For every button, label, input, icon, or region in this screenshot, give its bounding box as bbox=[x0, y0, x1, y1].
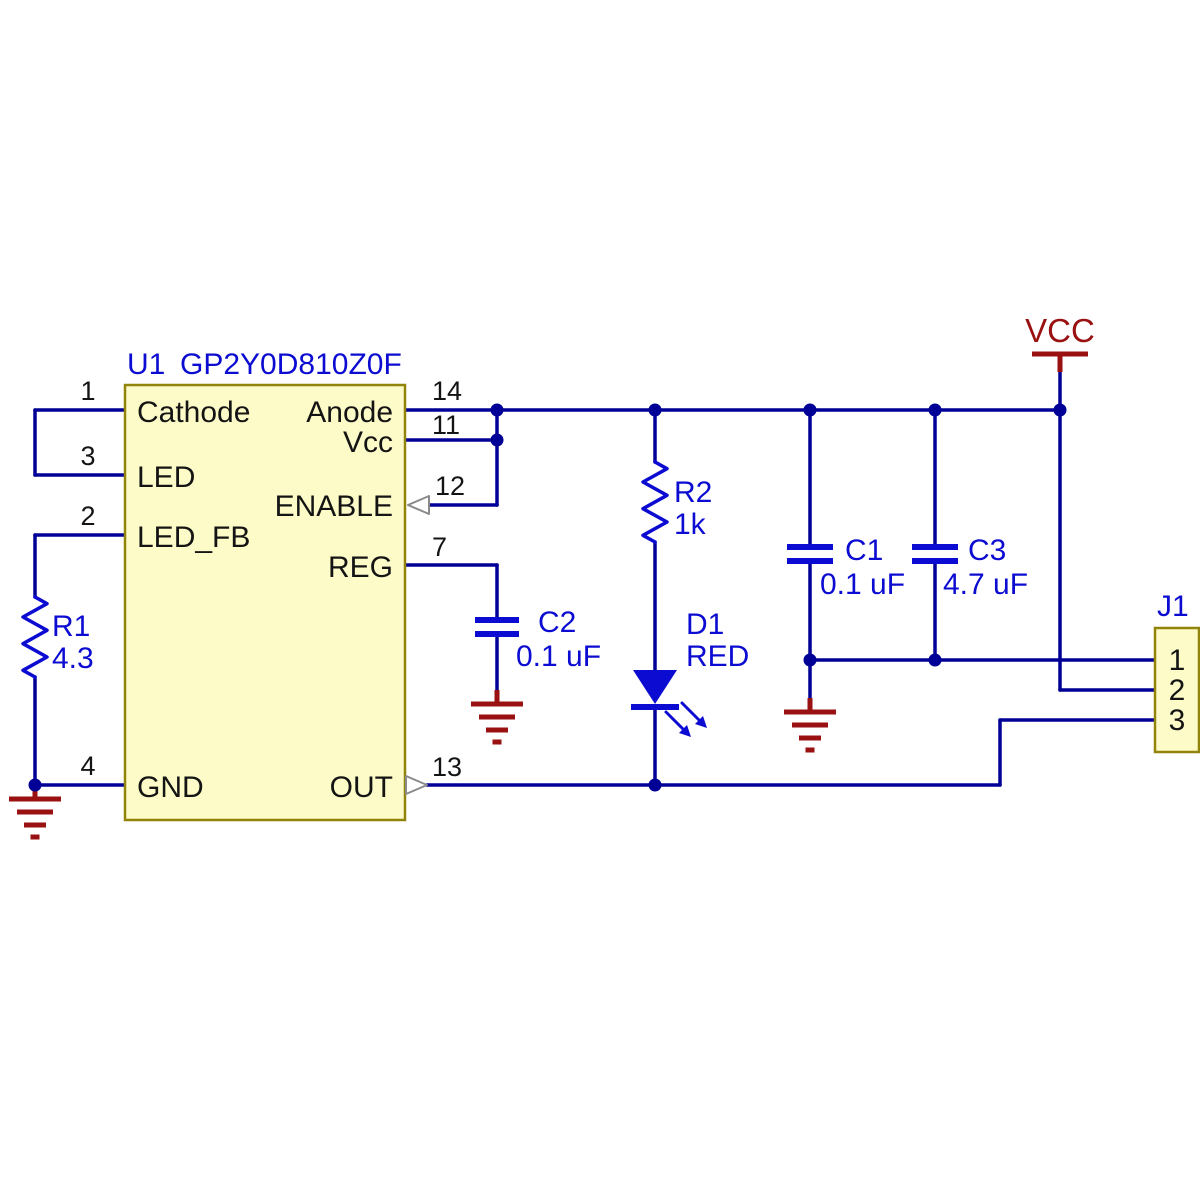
c1-value: 0.1 uF bbox=[820, 568, 905, 601]
c2-value: 0.1 uF bbox=[516, 640, 601, 673]
junction-dot bbox=[648, 403, 662, 417]
ground-symbol-c2 bbox=[471, 690, 523, 745]
capacitor-c3: C3 4.7 uF bbox=[912, 534, 1028, 601]
pin-number-14: 14 bbox=[432, 376, 462, 406]
junction-dots bbox=[28, 403, 1067, 792]
junction-dot bbox=[490, 433, 504, 447]
d1-designator: D1 bbox=[686, 608, 724, 641]
c2-designator: C2 bbox=[538, 606, 576, 639]
ic-u1-part-number: GP2Y0D810Z0F bbox=[180, 348, 402, 381]
resistor-r1: R1 4.3 bbox=[21, 595, 94, 679]
pin-name-led-fb: LED_FB bbox=[137, 521, 250, 554]
pin-number-3: 3 bbox=[80, 441, 95, 471]
junction-dot bbox=[490, 403, 504, 417]
d1-emission-arrowhead-1 bbox=[679, 725, 691, 737]
d1-led-triangle bbox=[633, 670, 677, 704]
pin-number-11: 11 bbox=[432, 410, 460, 440]
pin-name-cathode: Cathode bbox=[137, 396, 250, 429]
j1-pin-2: 2 bbox=[1169, 674, 1186, 707]
vcc-symbol: VCC bbox=[1025, 312, 1095, 372]
d1-emission-arrowhead-2 bbox=[695, 716, 707, 728]
junction-dot bbox=[928, 403, 942, 417]
r2-zigzag bbox=[641, 460, 669, 544]
pin-number-1: 1 bbox=[80, 376, 95, 406]
j1-pin-1: 1 bbox=[1169, 644, 1186, 677]
led-d1: D1 RED bbox=[631, 608, 749, 737]
enable-input-marker-icon bbox=[407, 495, 430, 515]
pin-number-13: 13 bbox=[432, 752, 462, 782]
pin-number-12: 12 bbox=[435, 471, 465, 501]
pin-name-anode: Anode bbox=[306, 396, 393, 429]
pin-number-7: 7 bbox=[432, 532, 447, 562]
junction-dot bbox=[28, 778, 42, 792]
c3-value: 4.7 uF bbox=[943, 568, 1028, 601]
ic-u1-designator: U1 bbox=[127, 348, 165, 381]
junction-dot bbox=[648, 778, 662, 792]
pin-name-out: OUT bbox=[330, 771, 393, 804]
out-output-marker-icon bbox=[405, 775, 428, 795]
junction-dot bbox=[803, 403, 817, 417]
d1-value: RED bbox=[686, 640, 749, 673]
r1-designator: R1 bbox=[52, 610, 90, 643]
r1-zigzag bbox=[21, 595, 49, 679]
pin-name-vcc: Vcc bbox=[343, 426, 393, 459]
connector-j1: J1 1 2 3 bbox=[1153, 590, 1200, 754]
pin-name-reg: REG bbox=[328, 551, 393, 584]
r2-designator: R2 bbox=[674, 476, 712, 509]
ic-u1: U1 GP2Y0D810Z0F Cathode LED LED_FB GND 1… bbox=[80, 348, 465, 822]
pin-name-led: LED bbox=[137, 461, 195, 494]
pin-name-enable: ENABLE bbox=[275, 490, 393, 523]
d1-emission-arrow-2 bbox=[680, 701, 702, 723]
pin-number-4: 4 bbox=[80, 751, 95, 781]
pin-number-2: 2 bbox=[80, 501, 95, 531]
capacitor-c1: C1 0.1 uF bbox=[787, 534, 905, 601]
wires bbox=[33, 366, 1157, 787]
junction-dot bbox=[1053, 403, 1067, 417]
r2-value: 1k bbox=[674, 508, 707, 541]
ground-symbol-c1 bbox=[784, 698, 836, 753]
r1-value: 4.3 bbox=[52, 642, 94, 675]
d1-emission-arrow-1 bbox=[664, 710, 686, 732]
pin-name-gnd: GND bbox=[137, 771, 204, 804]
capacitor-c2: C2 0.1 uF bbox=[475, 606, 601, 673]
c1-designator: C1 bbox=[845, 534, 883, 567]
c3-designator: C3 bbox=[968, 534, 1006, 567]
j1-body bbox=[1153, 626, 1200, 754]
junction-dot bbox=[928, 653, 942, 667]
resistor-r2: R2 1k bbox=[641, 460, 712, 544]
ground-symbol-left bbox=[9, 785, 61, 840]
junction-dot bbox=[803, 653, 817, 667]
vcc-label: VCC bbox=[1025, 312, 1095, 349]
j1-pin-3: 3 bbox=[1169, 704, 1186, 737]
j1-designator: J1 bbox=[1157, 590, 1189, 623]
ic-u1-body bbox=[123, 383, 407, 822]
